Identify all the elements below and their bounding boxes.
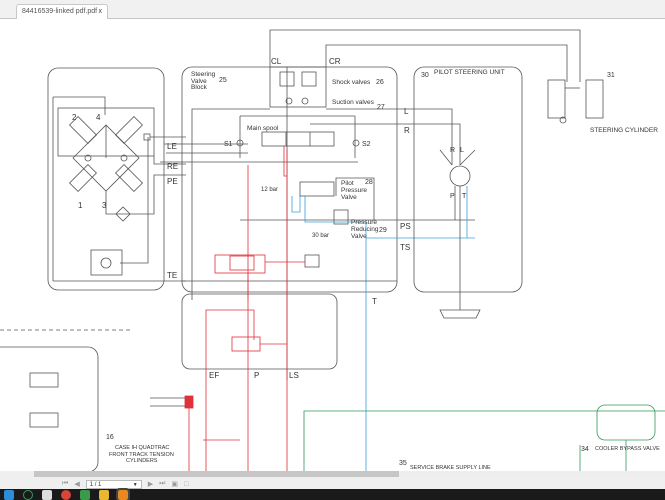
next-page-icon[interactable]: ▶	[147, 481, 154, 488]
track-title-2: FRONT TRACK TENSION	[109, 452, 174, 458]
first-page-icon[interactable]: ⏮	[62, 480, 69, 487]
re-label: RE	[167, 162, 178, 171]
psu-title: PILOT STEERING UNIT	[434, 69, 505, 76]
psu-p: P	[450, 193, 455, 200]
cr-label: CR	[329, 57, 341, 66]
close-icon[interactable]: x	[98, 8, 103, 15]
track-title-3: CYLINDERS	[126, 458, 158, 464]
psu-l: L	[460, 147, 464, 154]
pe-label: PE	[167, 177, 178, 186]
suction-number: 27	[377, 104, 385, 111]
pilot-pressure-label-3: Valve	[341, 194, 357, 201]
page-navigation: ⏮ ◀ 1 / 1 ▼ ▶ ⏭ ▣ □	[62, 479, 188, 489]
shock-valves-label: Shock valves	[332, 79, 371, 86]
pdf-canvas: 2 4 1 3 LE RE PE TE	[0, 19, 665, 473]
reducing-label-3: Valve	[351, 233, 367, 240]
r-port: R	[404, 126, 410, 135]
te-label: TE	[167, 271, 177, 280]
ls-port: LS	[289, 371, 299, 380]
ps-port: PS	[400, 222, 411, 231]
svb-title-1: Steering	[191, 71, 216, 78]
p-port: P	[254, 371, 259, 380]
left-valve-block: 2 4 1 3 LE RE PE TE	[47, 67, 186, 291]
steering-cylinder	[547, 79, 604, 124]
cylinder-title: STEERING CYLINDER	[590, 127, 658, 134]
psu-number: 30	[421, 72, 429, 79]
task-view-icon[interactable]	[42, 489, 52, 500]
track-number: 16	[106, 434, 114, 441]
psu-r: R	[450, 147, 455, 154]
page-indicator: 1 / 1	[89, 481, 102, 488]
page-select[interactable]: 1 / 1 ▼	[85, 479, 142, 489]
port-3-label: 3	[102, 201, 107, 210]
reducing-label-1: Pressure	[351, 219, 377, 226]
excel-icon[interactable]	[80, 489, 90, 500]
pilot-pressure-label-2: Pressure	[341, 187, 367, 194]
chevron-down-icon: ▼	[132, 481, 138, 488]
port-1-label: 1	[78, 201, 83, 210]
taskbar	[0, 487, 665, 500]
s1-label: S1	[224, 141, 233, 148]
12-bar-label: 12 bar	[261, 187, 278, 193]
scrollbar-thumb[interactable]	[34, 471, 399, 477]
track-title-1: CASE IH QUADTRAC	[115, 445, 169, 451]
pilot-steering-unit	[413, 66, 523, 319]
reducing-number: 29	[379, 227, 387, 234]
pdf-app-icon[interactable]	[116, 487, 130, 500]
tab-title: 84416539-linked pdf.pdf	[22, 8, 98, 15]
file-explorer-icon[interactable]	[99, 489, 109, 500]
shock-number: 26	[376, 79, 384, 86]
windows-icon[interactable]	[4, 489, 14, 500]
port-2-label: 2	[72, 113, 77, 122]
pilot-number: 28	[365, 179, 373, 186]
prev-page-icon[interactable]: ◀	[74, 481, 80, 488]
brake-title: SERVICE BRAKE SUPPLY LINE	[410, 465, 491, 471]
psu-t: T	[462, 193, 467, 200]
hydraulic-schematic: 2 4 1 3 LE RE PE TE	[0, 29, 665, 473]
l-port: L	[404, 107, 409, 116]
s2-label: S2	[362, 141, 371, 148]
horizontal-scrollbar[interactable]	[34, 471, 665, 477]
suction-valves-label: Suction valves	[332, 99, 375, 106]
brake-number: 35	[399, 460, 407, 467]
ef-port: EF	[209, 371, 219, 380]
ts-port: TS	[400, 243, 410, 252]
svb-title-2: Valve	[191, 78, 207, 85]
cooler-title: COOLER BYPASS VALVE	[595, 446, 660, 452]
chrome-icon[interactable]	[61, 489, 71, 500]
main-spool-label: Main spool	[247, 125, 279, 132]
cl-label: CL	[271, 57, 282, 66]
30-bar-label: 30 bar	[312, 233, 329, 239]
reducing-label-2: Reducing	[351, 226, 379, 233]
le-label: LE	[167, 142, 177, 151]
cylinder-number: 31	[607, 72, 615, 79]
fit-page-icon[interactable]: ▣	[171, 481, 179, 488]
pilot-pressure-label-1: Pilot	[341, 180, 354, 187]
last-page-icon[interactable]: ⏭	[159, 480, 166, 487]
green-lines	[303, 404, 665, 471]
fit-width-icon[interactable]: □	[184, 480, 189, 488]
port-4-label: 4	[96, 113, 101, 122]
t-port: T	[372, 297, 377, 306]
cooler-number: 34	[581, 446, 589, 453]
steering-valve-block	[160, 29, 581, 471]
svb-title-3: Block	[191, 84, 208, 91]
svb-number: 25	[219, 77, 227, 84]
pressure-lines	[184, 146, 305, 471]
cortana-icon[interactable]	[23, 489, 33, 500]
